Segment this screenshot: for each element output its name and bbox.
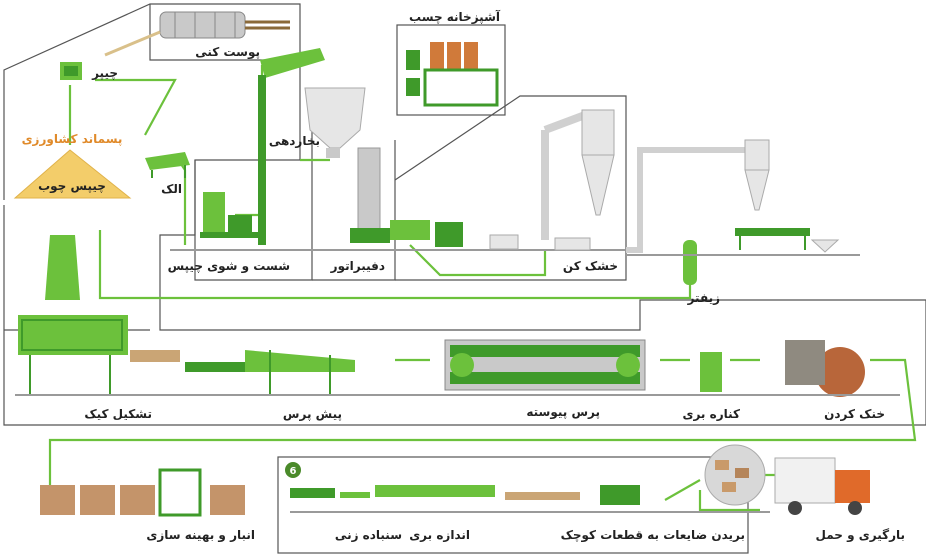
label-glue-kitchen: آشپزخانه چسب (409, 9, 501, 24)
storage-stacks (40, 468, 245, 517)
sanding-line: 6 (285, 462, 370, 498)
debarking-drum (104, 11, 290, 57)
middle-section-frame (3, 205, 926, 426)
sieve-machine (145, 152, 190, 178)
label-chip-washing: شست و شوی چیپس (168, 259, 290, 274)
washing-section-box (194, 110, 313, 281)
section-frames (3, 3, 926, 554)
label-cake-forming: تشکیل کیک (84, 407, 152, 421)
delivery-truck (774, 457, 870, 515)
debarking-box (149, 4, 300, 61)
label-sizing: اندازه بری (409, 528, 470, 542)
glue-kitchen-plant (406, 42, 499, 107)
defibrator-machine (350, 147, 463, 247)
bottom-finishing-box (277, 456, 749, 554)
chipper-machine (60, 62, 82, 80)
label-wood-chips: چیپس چوب (38, 179, 106, 194)
label-waste-cutting: بریدن ضایعات به قطعات کوچک (561, 528, 745, 543)
zifter-machine (626, 139, 840, 285)
label-defibrator: دفیبراتور (330, 259, 385, 274)
sizing-line (375, 485, 580, 500)
flow-lines (48, 65, 917, 512)
label-cooling: خنک کردن (824, 407, 885, 421)
label-agri-residue: پسماند کشاورزی (22, 132, 123, 147)
forming-station (18, 235, 180, 395)
label-dryer: خشک کن (563, 259, 618, 273)
label-pre-press: پیش پرس (283, 407, 342, 421)
label-sieve: الک (161, 182, 182, 196)
dryer-cyclone (489, 109, 615, 251)
waste-cutter (600, 444, 766, 506)
label-chipper: چیپر (91, 66, 118, 80)
wood-chip-pile (13, 149, 132, 199)
edge-trimmer (700, 352, 722, 392)
label-steaming: بخاردهی (269, 134, 320, 148)
label-loading: بارگیری و حمل (816, 528, 905, 543)
pre-press-machine (185, 350, 355, 395)
cooling-wheel (785, 340, 865, 397)
label-zifter: زیفتر (687, 291, 721, 305)
label-storage: انبار و بهینه سازی (146, 528, 255, 543)
steaming-hopper (304, 87, 366, 158)
label-edge-trimming: کناره بری (682, 407, 740, 421)
chip-washer (200, 48, 325, 245)
step-badge: 6 (290, 466, 297, 477)
continuous-press-machine (444, 339, 646, 391)
label-debarking: پوست کنی (195, 45, 260, 60)
label-sanding: سنباده زنی (335, 528, 402, 542)
label-continuous-press: پرس پیوسته (526, 405, 600, 420)
dryer-section-box (394, 95, 627, 281)
glue-kitchen-box (396, 24, 506, 116)
